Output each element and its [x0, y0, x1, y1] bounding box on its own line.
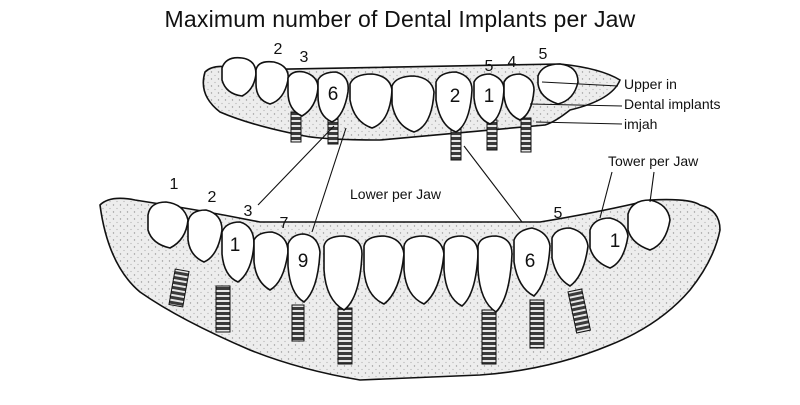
lower-number: 9 [297, 251, 309, 272]
diagram-title: Maximum number of Dental Implants per Ja… [164, 6, 636, 32]
upper-number: 5 [484, 58, 494, 75]
lower-number: 3 [243, 203, 253, 220]
lower-number: 7 [279, 215, 289, 232]
label-lower-per-jaw: Lower per Jaw [350, 186, 442, 202]
lower-number: 2 [207, 189, 217, 206]
leader-lines [257, 81, 655, 233]
lower-number: 1 [609, 231, 621, 252]
lower-number: 1 [169, 176, 179, 193]
label-dental-implants: Dental implants [624, 96, 721, 112]
lower-number: 6 [524, 251, 536, 272]
upper-number: 6 [327, 84, 339, 105]
label-imjah: imjah [624, 116, 658, 132]
upper-number: 2 [273, 41, 283, 58]
lower-implants [168, 268, 592, 365]
upper-number: 2 [449, 86, 461, 107]
upper-number: 1 [483, 86, 495, 107]
upper-teeth [221, 56, 579, 133]
label-tower-per-jaw: Tower per Jaw [608, 153, 699, 169]
upper-number: 4 [507, 54, 517, 71]
upper-number: 3 [299, 49, 309, 66]
lower-number: 5 [553, 205, 563, 222]
label-upper-in: Upper in [624, 76, 677, 92]
lower-teeth [147, 199, 671, 314]
upper-number: 5 [538, 46, 548, 63]
lower-number: 1 [229, 235, 241, 256]
